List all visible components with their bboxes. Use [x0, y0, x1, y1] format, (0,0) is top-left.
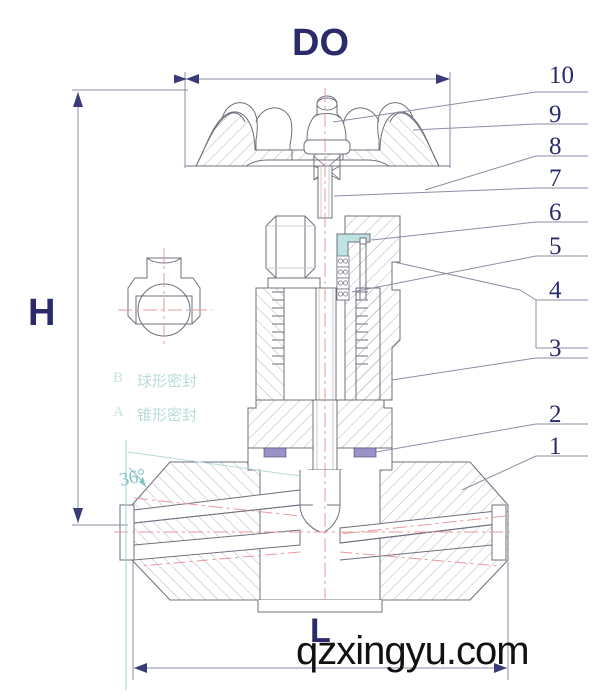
gasket-left: [263, 447, 287, 458]
callout-label-4: 4: [549, 277, 562, 304]
seal-note-b-key: B: [113, 370, 124, 386]
angle-36-marker: [125, 440, 301, 690]
dimension-label-l: L: [310, 612, 331, 650]
seal-note-b-text: 球形密封: [137, 372, 198, 390]
hex-nut: [265, 215, 321, 289]
callout-label-5: 5: [549, 233, 562, 260]
seal-note-a-key: A: [113, 404, 124, 420]
dimension-label-do: DO: [292, 22, 349, 64]
centerlines: [114, 88, 512, 600]
valve-body: [119, 448, 509, 613]
dimension-lines: [72, 72, 509, 680]
bonnet-body: [247, 215, 401, 449]
callout-label-3: 3: [549, 335, 562, 362]
handwheel-group: [184, 90, 451, 181]
seal-note-a-text: 锥形密封: [137, 406, 198, 424]
callout-label-2: 2: [549, 401, 562, 428]
dimension-label-h: H: [28, 292, 56, 334]
watermark-text: qzxingyu.com: [296, 629, 530, 673]
callout-label-6: 6: [549, 199, 562, 226]
gasket-right: [353, 447, 377, 458]
callout-label-8: 8: [549, 133, 562, 160]
callout-label-9: 9: [549, 101, 562, 128]
callout-label-1: 1: [549, 433, 562, 460]
callout-label-10: 10: [549, 62, 574, 89]
callout-leaders: [332, 91, 588, 491]
callout-label-7: 7: [549, 165, 562, 192]
